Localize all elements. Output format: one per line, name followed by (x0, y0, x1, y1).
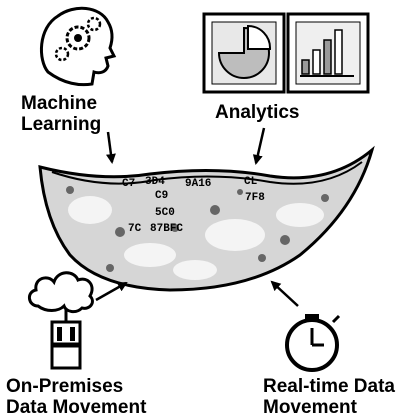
label-line: On-Premises (6, 376, 124, 397)
lake-snippet: 9A16 (185, 178, 211, 190)
label-line: Real-time Data (263, 376, 395, 397)
label-line: Analytics (215, 102, 300, 123)
brain-gears-icon (39, 6, 117, 87)
lake-snippet: 7F8 (245, 192, 265, 204)
lake-code-snippets: C7 3D4 9A16 CL C9 7F8 5C0 7C 87BFC (122, 176, 265, 235)
pie-chart-icon (202, 12, 286, 94)
cloud-server-icon (28, 271, 94, 370)
lake-snippet: 87BFC (150, 223, 183, 235)
lake-snippet: 5C0 (155, 207, 175, 219)
label-line: Movement (263, 397, 357, 418)
arrow-ml-to-lake (105, 131, 116, 164)
label-machine-learning: Machine Learning (21, 93, 101, 135)
lake-snippet: C7 (122, 178, 135, 190)
label-on-premises: On-Premises Data Movement (6, 376, 146, 418)
lake-snippet: C9 (155, 190, 168, 202)
label-line: Learning (21, 114, 102, 135)
arrow-onprem-to-lake (95, 281, 128, 302)
bar-chart-icon (286, 12, 370, 94)
data-lake: C7 3D4 9A16 CL C9 7F8 5C0 7C 87BFC (38, 145, 375, 292)
arrow-analytics-to-lake (252, 127, 266, 165)
stopwatch-icon (285, 314, 341, 372)
lake-snippet: 7C (128, 223, 142, 235)
arrow-realtime-to-lake (270, 280, 299, 307)
lake-snippet: 3D4 (145, 176, 165, 188)
label-line: Machine (21, 93, 98, 114)
lake-snippet: CL (244, 176, 258, 188)
label-analytics: Analytics (215, 102, 299, 123)
label-line: Data Movement (6, 397, 147, 418)
label-realtime: Real-time Data Movement (263, 376, 395, 418)
